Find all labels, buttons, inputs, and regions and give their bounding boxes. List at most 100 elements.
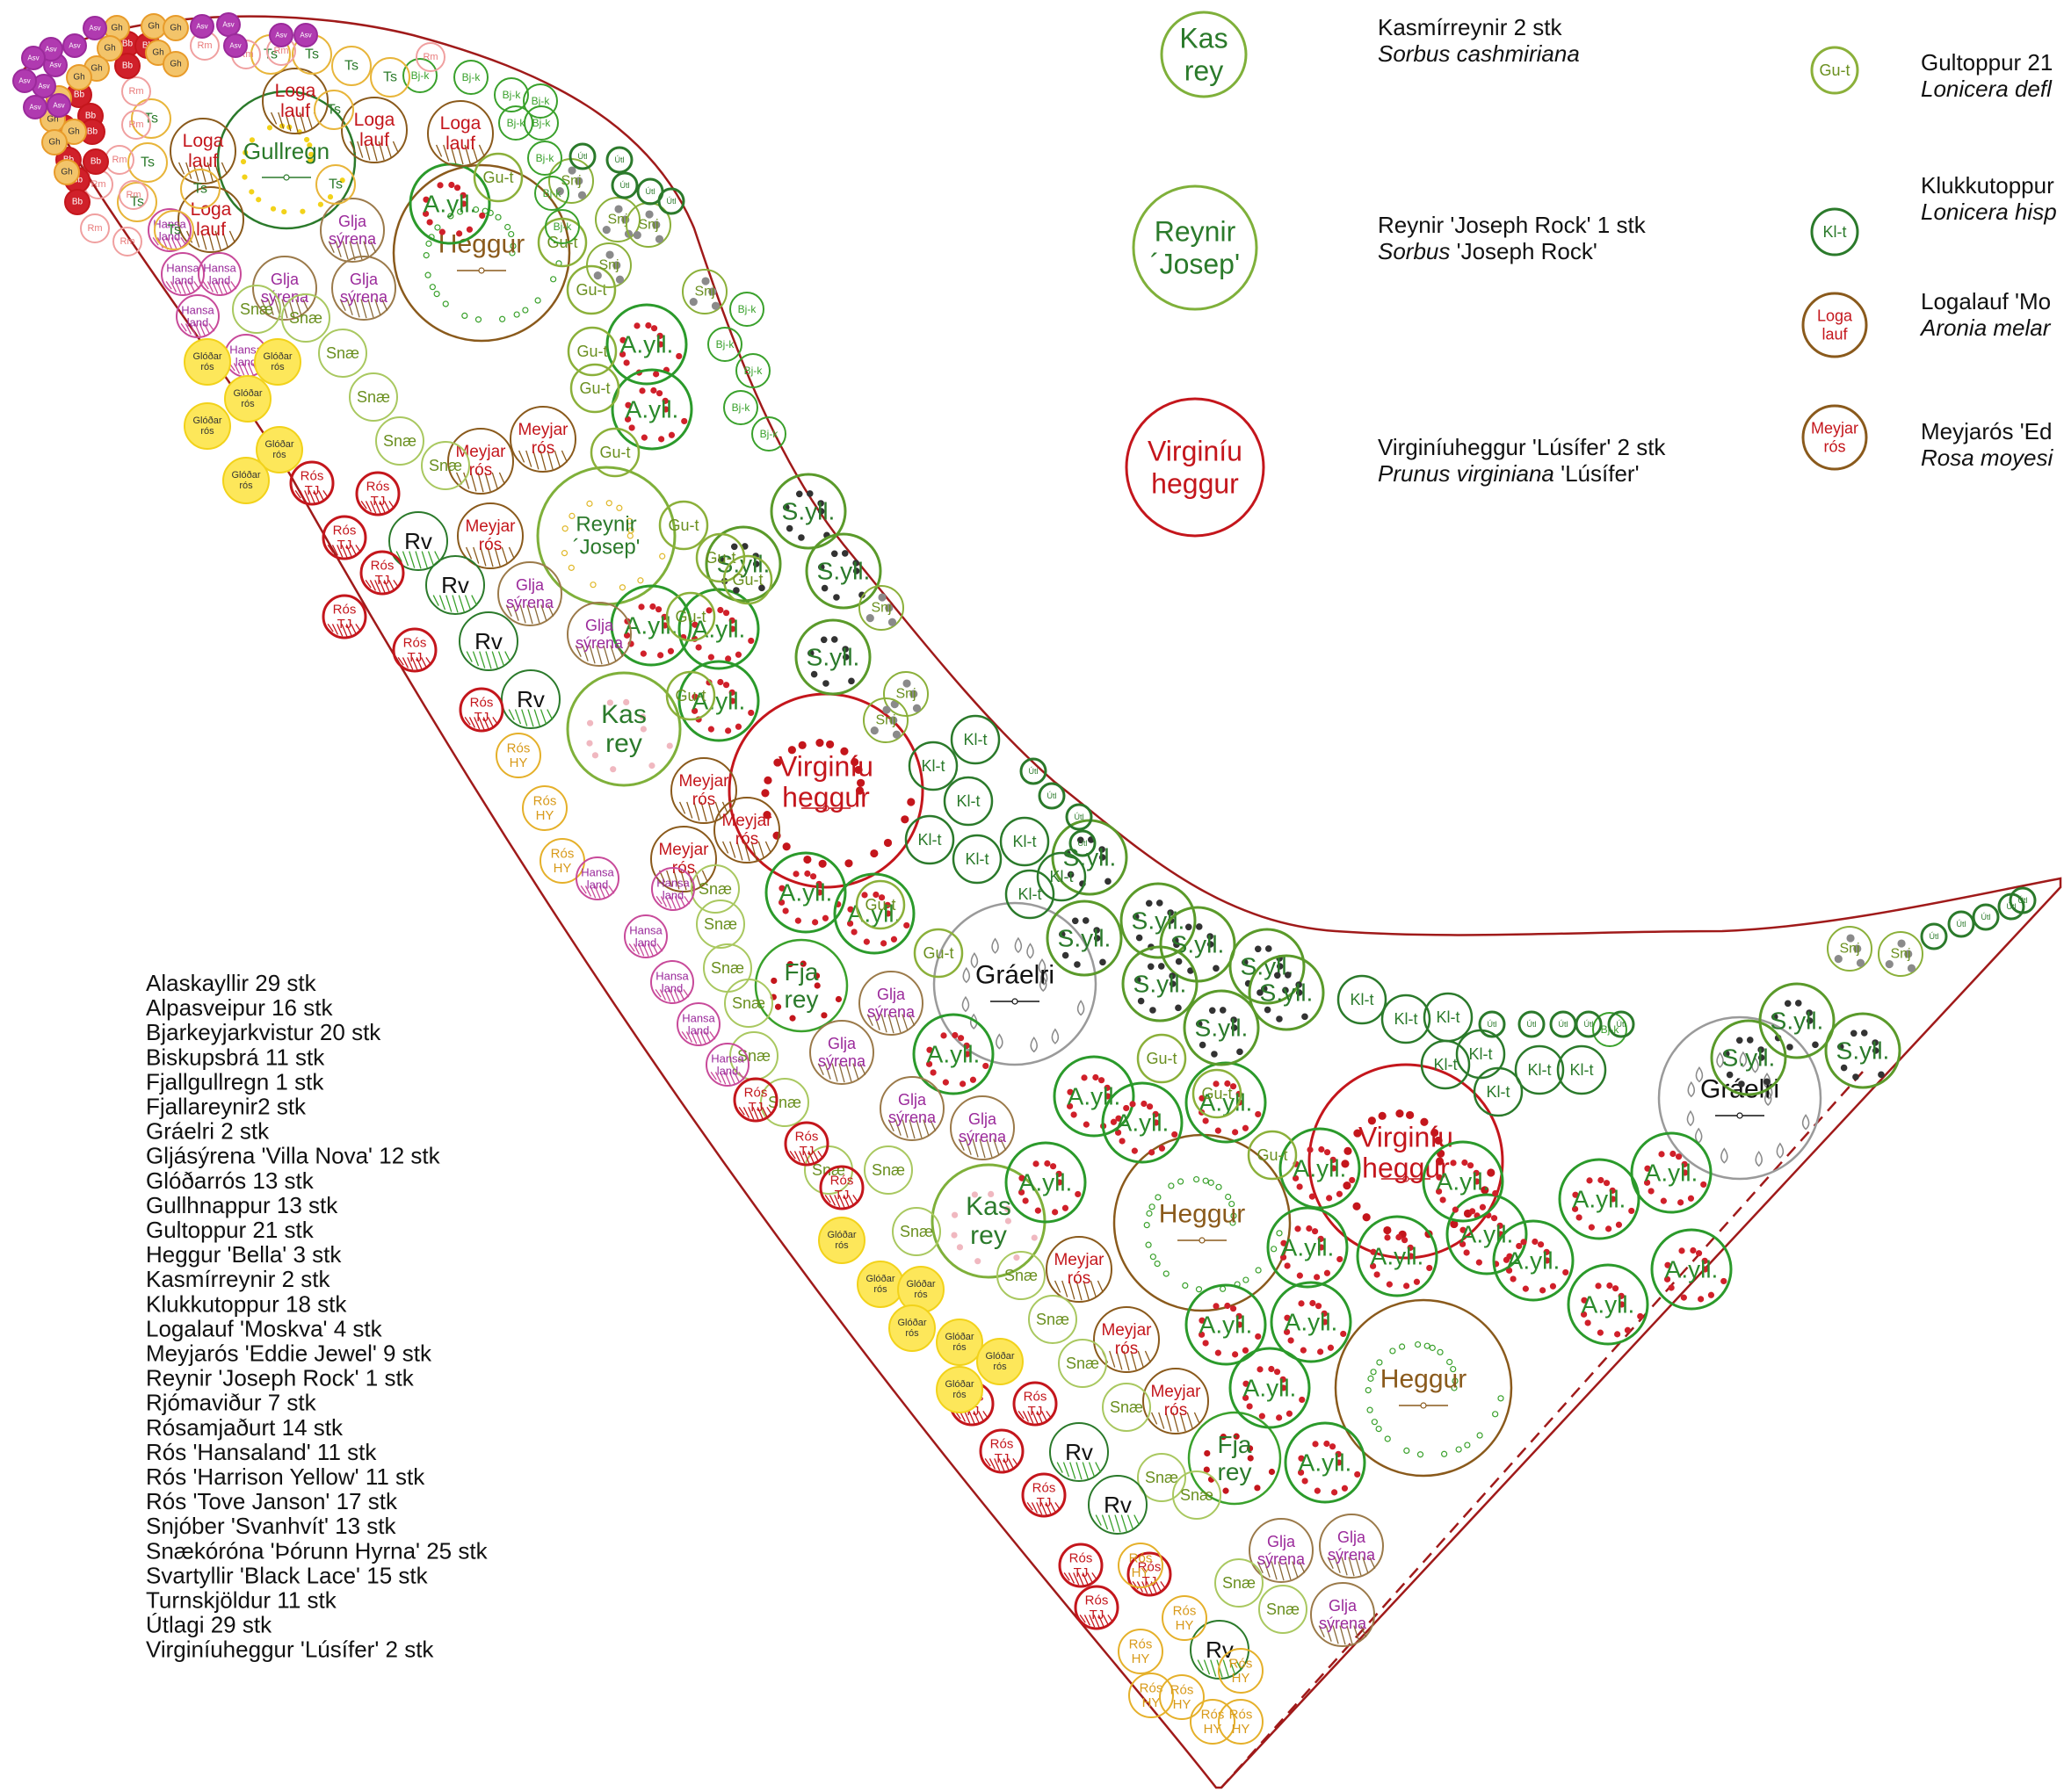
dot-mark	[1052, 1209, 1059, 1216]
dot-mark	[851, 757, 859, 767]
hatch-mark	[349, 141, 357, 154]
plant-label: sýrena	[576, 634, 624, 652]
plant-circle	[1249, 1518, 1314, 1583]
plant-utl: Útl	[1065, 803, 1093, 831]
plant-label: Útl	[1584, 1020, 1594, 1029]
hatch-mark	[194, 323, 201, 337]
plant-utl: Útl	[1920, 922, 1948, 950]
dot-mark	[1300, 1347, 1307, 1354]
hatch-mark	[420, 657, 428, 668]
hatch-mark	[353, 299, 360, 318]
plant-label: Bj-k	[738, 303, 757, 315]
dot-mark	[803, 855, 812, 864]
hatch-mark	[487, 546, 494, 567]
dot-mark	[1329, 1443, 1336, 1450]
dot-mark	[857, 778, 865, 787]
dot-mark	[648, 762, 655, 770]
dot-mark	[1131, 1147, 1138, 1154]
dot-mark	[662, 397, 669, 404]
plant-gut: Gu-t	[722, 554, 773, 605]
plant-label: Rós	[1140, 1680, 1163, 1695]
plant-circle	[223, 33, 248, 58]
dot-mark	[1312, 1441, 1319, 1448]
hatch-mark	[979, 1138, 986, 1159]
plant-circle	[522, 785, 568, 831]
plant-circle	[1074, 1585, 1119, 1630]
plant-rv: Rv	[1049, 1422, 1109, 1482]
plant-utl: Útl	[1575, 1010, 1603, 1038]
plant-label: Rós	[1173, 1603, 1197, 1618]
hatch-mark	[350, 545, 358, 556]
plant-label: Bj-k	[462, 71, 482, 83]
dot-mark	[841, 550, 849, 557]
plant-circle	[665, 670, 716, 721]
hatch-mark	[656, 943, 663, 952]
hatch-mark	[463, 472, 470, 489]
plant-label: Rv	[517, 686, 545, 712]
hatch-mark	[793, 1151, 801, 1162]
plant-circle	[1218, 1648, 1264, 1694]
plant-circle	[691, 864, 740, 914]
plant-label: rós	[200, 362, 214, 372]
hatch-mark	[464, 595, 472, 611]
hatch-mark	[504, 651, 511, 662]
hatch-mark	[369, 580, 377, 591]
plant-label: Gh	[170, 60, 181, 69]
dot-mark	[884, 901, 891, 908]
dot-mark	[793, 871, 800, 878]
dot-mark	[1794, 1000, 1802, 1007]
dot-mark	[1735, 1037, 1743, 1044]
dot-mark	[1856, 958, 1865, 967]
plant-circle	[281, 293, 330, 343]
dot-mark	[1702, 1266, 1709, 1273]
hatch-mark	[700, 801, 707, 822]
legend-name: Logalauf 'Mo	[1921, 288, 2051, 314]
legend-latin: Lonicera defl	[1921, 76, 2053, 102]
plant-bjk: Bj-k	[527, 141, 562, 176]
dot-mark	[1145, 900, 1153, 907]
plant-label: Rós	[1138, 1559, 1162, 1574]
plant-rv: Rv	[425, 555, 485, 615]
plant-label: Snæ	[900, 1223, 933, 1240]
dot-mark	[964, 1051, 971, 1058]
inventory-item: Fjallareynir2 stk	[146, 1094, 307, 1120]
hatch-mark	[415, 551, 422, 569]
dot-mark	[1195, 923, 1203, 930]
plant-label: Útl	[2018, 896, 2028, 905]
dot-mark	[878, 894, 886, 901]
plant-label: Glóðar	[263, 351, 292, 362]
dot-mark	[474, 316, 482, 323]
dot-mark	[822, 914, 829, 921]
dot-mark	[1586, 1177, 1593, 1184]
dot-mark	[1318, 1244, 1325, 1251]
plant-bjk: Bj-k	[498, 105, 533, 141]
dot-mark	[1083, 1121, 1090, 1128]
dot-mark	[1321, 1310, 1328, 1317]
plant-circle	[794, 618, 872, 696]
plant-snj: Snj	[586, 242, 632, 288]
plant-label: A.yll.	[1281, 1234, 1335, 1261]
hatch-mark	[742, 1107, 750, 1118]
plant-label: Loga	[354, 110, 395, 130]
dot-mark	[1370, 1369, 1377, 1376]
plant-circle	[1218, 1699, 1264, 1745]
plant-loga: Logalauf	[177, 186, 244, 253]
dot-mark	[508, 230, 515, 238]
hatch-mark	[1095, 1462, 1102, 1473]
plant-utl: Útl	[1068, 829, 1097, 857]
plant-bjk: Bj-k	[751, 416, 786, 452]
plant-circle	[359, 550, 405, 596]
plant-label: Rós	[403, 635, 427, 650]
plant-rv: Rv	[1088, 1475, 1148, 1535]
plant-label: Kl-t	[957, 792, 981, 810]
plant-ayll: A.yll.	[1356, 1215, 1438, 1297]
dot-mark	[1562, 1268, 1569, 1276]
